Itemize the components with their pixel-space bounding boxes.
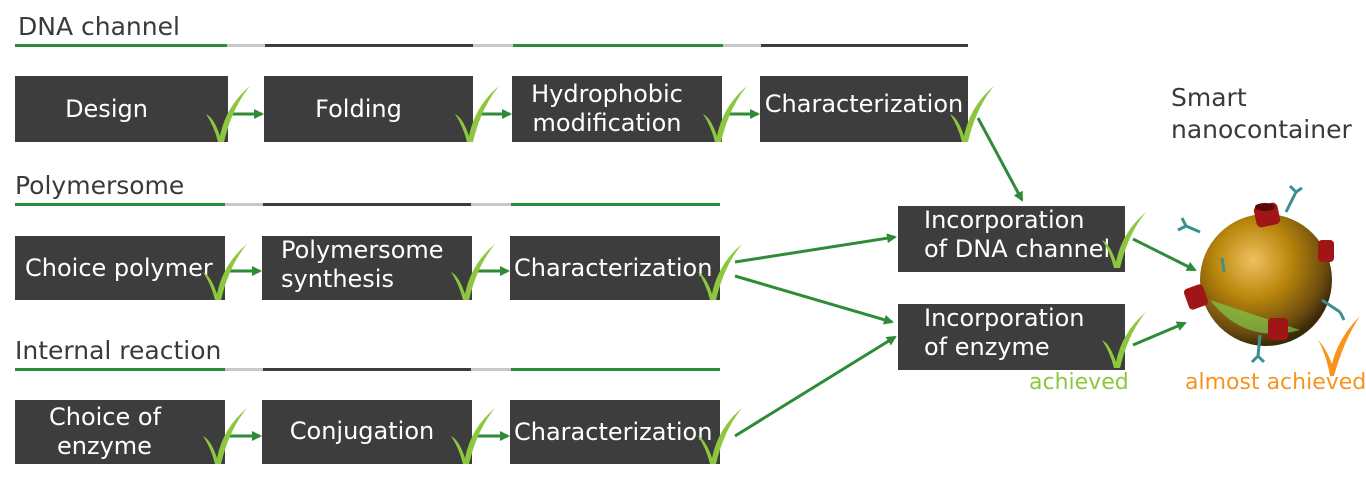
- nanocontainer-label: Smart nanocontainer: [1171, 82, 1352, 146]
- section-title-internal-reaction: Internal reaction: [15, 336, 222, 365]
- step-enzyme-characterization: Characterization: [510, 400, 720, 464]
- check-icon: [203, 244, 247, 300]
- step-dna-characterization: Characterization: [760, 76, 968, 142]
- step-hydrophobic-modification-line1: Hydrophobic: [531, 80, 683, 108]
- check-icon: [203, 408, 247, 464]
- nanocontainer-icon: [1177, 184, 1360, 376]
- check-icon: [698, 244, 742, 300]
- step-polymersome-synthesis-line1: Polymersome: [281, 236, 444, 264]
- check-icon: [1102, 312, 1146, 368]
- step-choice-enzyme: Choice of enzyme: [15, 400, 225, 464]
- step-choice-enzyme-line1: Choice of: [48, 403, 162, 431]
- nanocontainer-label-line2: nanocontainer: [1171, 115, 1352, 144]
- step-incorporation-dna-channel: Incorporation of DNA channel: [898, 206, 1125, 272]
- step-polymersome-synthesis-line2: synthesis: [281, 265, 394, 293]
- section-title-dna-channel: DNA channel: [18, 12, 180, 41]
- step-choice-enzyme-line2: enzyme: [57, 432, 152, 460]
- check-icon: [703, 86, 747, 142]
- check-icon: [203, 86, 1146, 464]
- check-icon: [950, 86, 994, 142]
- step-incorporation-enzyme-line2: of enzyme: [924, 333, 1050, 361]
- step-polymersome-synthesis: Polymersome synthesis: [262, 236, 472, 300]
- check-icon: [451, 244, 495, 300]
- step-polymersome-characterization: Characterization: [510, 236, 720, 300]
- step-incorporation-dna-line1: Incorporation: [924, 206, 1085, 234]
- nanocontainer-label-line1: Smart: [1171, 83, 1247, 112]
- check-icon: [206, 86, 250, 142]
- section-title-polymersome: Polymersome: [15, 171, 185, 200]
- arrow-icon: [229, 109, 1197, 441]
- step-conjugation: Conjugation: [262, 400, 472, 464]
- step-hydrophobic-modification: Hydrophobic modification: [512, 76, 722, 142]
- step-incorporation-enzyme: Incorporation of enzyme: [898, 304, 1125, 370]
- step-hydrophobic-modification-line2: modification: [532, 109, 682, 137]
- legend-achieved: achieved: [1029, 370, 1129, 395]
- check-icon: [1102, 212, 1146, 268]
- step-folding: Folding: [264, 76, 473, 142]
- check-icon: [455, 86, 499, 142]
- check-icon: [451, 408, 495, 464]
- check-icon: [698, 408, 742, 464]
- step-choice-polymer: Choice polymer: [15, 236, 225, 300]
- step-incorporation-dna-line2: of DNA channel: [924, 235, 1111, 263]
- step-incorporation-enzyme-line1: Incorporation: [924, 304, 1085, 332]
- step-design: Design: [15, 76, 228, 142]
- legend-almost-achieved: almost achieved: [1185, 370, 1366, 395]
